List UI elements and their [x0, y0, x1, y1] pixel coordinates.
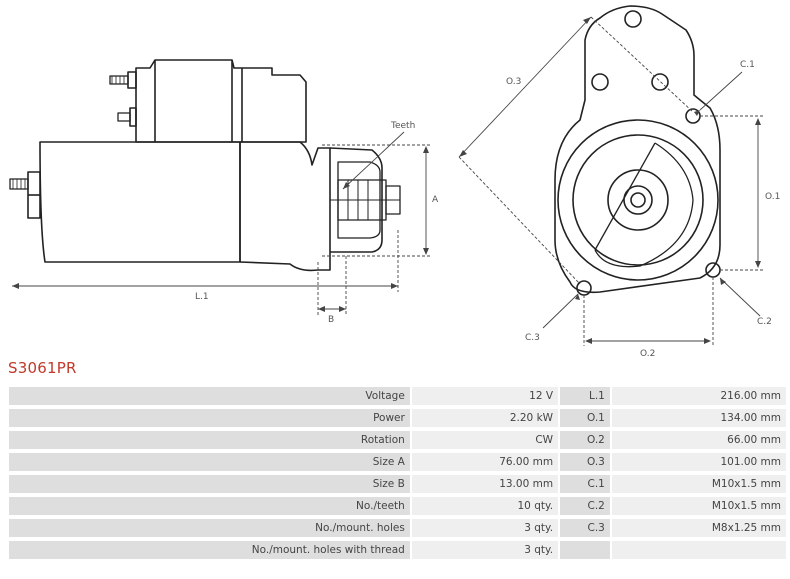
spec-table: Voltage 12 V L.1 216.00 mm Power 2.20 kW… [7, 383, 788, 563]
spec-row: No./teeth 10 qty. C.2 M10x1.5 mm [9, 497, 786, 515]
dimension-label [560, 541, 610, 559]
dimension-label: O.3 [560, 453, 610, 471]
spec-row: Voltage 12 V L.1 216.00 mm [9, 387, 786, 405]
spec-label: Power [9, 409, 410, 427]
front-view-flange [554, 5, 721, 296]
technical-drawing: Teeth A B L.1 O.3 C.1 O.1 C.2 C.3 O.2 [9, 5, 780, 359]
label-o3: O.3 [506, 77, 521, 87]
spec-value: 3 qty. [411, 541, 559, 559]
label-b: B [328, 315, 334, 325]
spec-label: No./teeth [9, 497, 410, 515]
dimension-value [611, 541, 786, 559]
spec-row: Rotation CW O.2 66.00 mm [9, 431, 786, 449]
spec-value: CW [411, 431, 559, 449]
dimension-value: 134.00 mm [611, 409, 786, 427]
spec-label: Rotation [9, 431, 410, 449]
dimension-label: L.1 [560, 387, 610, 405]
dimension-label: C.2 [560, 497, 610, 515]
label-l1: L.1 [195, 292, 209, 302]
spec-label: No./mount. holes with thread [9, 541, 410, 559]
dimension-value: 216.00 mm [611, 387, 786, 405]
spec-value: 13.00 mm [411, 475, 559, 493]
label-o1: O.1 [765, 192, 780, 202]
spec-label: No./mount. holes [9, 519, 410, 537]
dimension-value: 66.00 mm [611, 431, 786, 449]
spec-row: Size A 76.00 mm O.3 101.00 mm [9, 453, 786, 471]
spec-value: 3 qty. [411, 519, 559, 537]
spec-value: 2.20 kW [411, 409, 559, 427]
spec-table-body: Voltage 12 V L.1 216.00 mm Power 2.20 kW… [9, 387, 786, 559]
dimension-arrows [12, 17, 761, 344]
spec-label: Size B [9, 475, 410, 493]
spec-value: 10 qty. [411, 497, 559, 515]
part-number: S3061PR [8, 359, 77, 377]
label-c3: C.3 [525, 333, 540, 343]
spec-row: Size B 13.00 mm C.1 M10x1.5 mm [9, 475, 786, 493]
spec-value: 76.00 mm [411, 453, 559, 471]
dimension-label: O.1 [560, 409, 610, 427]
label-a: A [432, 195, 439, 205]
spec-row: No./mount. holes 3 qty. C.3 M8x1.25 mm [9, 519, 786, 537]
label-c2: C.2 [757, 317, 772, 327]
spec-label: Size A [9, 453, 410, 471]
dimension-value: M10x1.5 mm [611, 475, 786, 493]
spec-label: Voltage [9, 387, 410, 405]
dimension-lines [12, 16, 764, 346]
label-c1: C.1 [740, 60, 755, 70]
dimension-value: M8x1.25 mm [611, 519, 786, 537]
spec-row: Power 2.20 kW O.1 134.00 mm [9, 409, 786, 427]
spec-row: No./mount. holes with thread 3 qty. [9, 541, 786, 559]
label-o2: O.2 [640, 349, 655, 359]
dimension-label: C.1 [560, 475, 610, 493]
dimension-value: M10x1.5 mm [611, 497, 786, 515]
spec-value: 12 V [411, 387, 559, 405]
side-view-starter [9, 59, 401, 272]
dimension-label: C.3 [560, 519, 610, 537]
dimension-value: 101.00 mm [611, 453, 786, 471]
dimension-label: O.2 [560, 431, 610, 449]
label-teeth: Teeth [390, 121, 415, 131]
